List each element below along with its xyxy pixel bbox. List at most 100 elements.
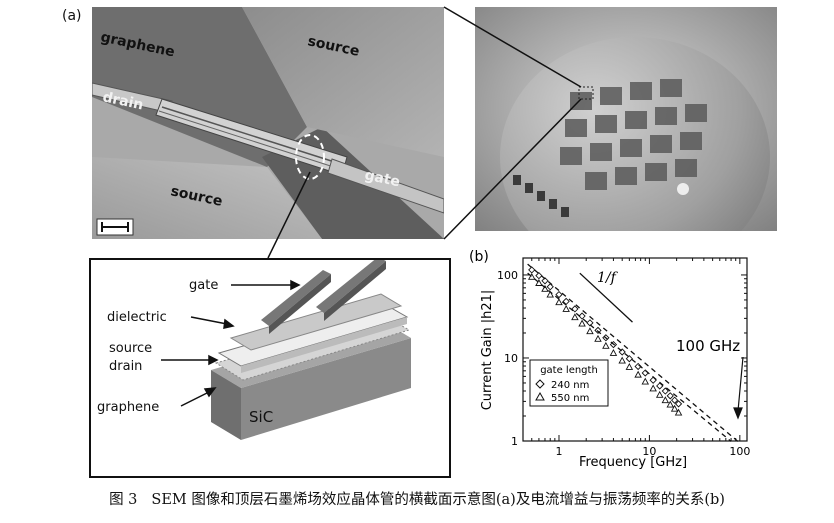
wafer-highlight: [677, 183, 689, 195]
label-arrows: [161, 279, 301, 407]
reference-line-fit-240: [527, 263, 739, 442]
label-drain-diagram: drain: [109, 359, 142, 374]
panel-b-letter: (b): [469, 249, 489, 265]
point-550nm: [541, 284, 549, 292]
point-550nm: [528, 272, 536, 280]
point-240nm: [674, 400, 683, 408]
point-550nm: [535, 279, 543, 286]
source-pad-top: [242, 7, 444, 157]
schematic: SiC gate dielectric source drain graphen…: [97, 257, 411, 440]
point-240nm: [609, 340, 618, 349]
point-240nm: [656, 382, 664, 390]
wafer-photo: [475, 7, 777, 231]
point-550nm: [618, 356, 626, 364]
caption-figure-number: 图 3: [109, 492, 138, 508]
reference-lines: [527, 263, 739, 442]
label-graphene-diagram: graphene: [97, 400, 159, 415]
label-sic: SiC: [249, 408, 273, 426]
reference-line-1/f: [579, 272, 633, 323]
point-550nm: [555, 298, 563, 306]
point-550nm: [634, 370, 642, 378]
point-550nm: [661, 396, 670, 404]
wafer-clip-marks: [513, 175, 569, 217]
y-tick-label: 100: [497, 269, 518, 282]
point-550nm: [578, 319, 586, 327]
point-240nm: [571, 305, 579, 313]
label-gate: gate: [363, 167, 401, 190]
gate-finger-1: [261, 270, 331, 326]
point-550nm: [641, 377, 650, 385]
annotation-100ghz: 100 GHz: [676, 337, 740, 355]
graphene-region: [92, 7, 307, 167]
schematic-box: SiC gate dielectric source drain graphen…: [89, 257, 451, 478]
device-grid: [560, 79, 707, 190]
point-240nm: [594, 326, 602, 335]
legend-entry-550: 550 nm: [551, 393, 589, 404]
legend-marker-diamond: [535, 379, 545, 389]
point-240nm: [535, 272, 543, 280]
point-550nm: [655, 390, 664, 398]
label-source: source: [109, 341, 152, 356]
point-550nm: [562, 304, 570, 312]
point-550nm: [594, 334, 602, 342]
sic-block-front: [241, 338, 411, 440]
point-240nm: [666, 392, 674, 400]
point-550nm: [571, 313, 579, 321]
label-dielectric: dielectric: [107, 310, 167, 325]
oval-connector: [267, 171, 311, 259]
gain-chart: (b) 1 10 100 1 10 100 Frequency [GHz] Current…: [469, 249, 750, 470]
point-240nm: [634, 362, 642, 371]
point-550nm: [609, 348, 618, 356]
y-tick-label: 10: [504, 352, 518, 365]
point-240nm: [555, 290, 563, 299]
label-gate-diagram: gate: [189, 278, 218, 293]
figure-caption: 图 3 SEM 图像和顶层石墨烯场效应晶体管的横截面示意图(a)及电流增益与振荡频…: [0, 488, 834, 509]
point-550nm: [602, 341, 610, 349]
sem-image: graphene source drain gate source: [92, 7, 444, 239]
point-240nm: [546, 283, 554, 291]
axis-ticks: 1 10 100 1 10 100: [497, 258, 750, 458]
x-tick-label: 100: [729, 445, 750, 458]
zoom-box: [578, 86, 594, 100]
point-550nm: [649, 384, 657, 392]
point-240nm: [670, 396, 679, 404]
point-240nm: [578, 312, 586, 320]
annotation-1-over-f: 1/f: [597, 270, 619, 286]
point-240nm: [586, 319, 594, 327]
point-240nm: [618, 348, 626, 356]
panel-a-letter: (a): [62, 8, 82, 24]
legend-marker-triangle: [535, 391, 545, 401]
highlight-oval: [295, 134, 325, 180]
x-axis-label: Frequency [GHz]: [579, 455, 687, 470]
reference-line-fit-550: [527, 272, 732, 442]
point-550nm: [625, 362, 634, 370]
legend-title: gate length: [540, 365, 598, 376]
point-240nm: [602, 334, 610, 342]
point-240nm: [661, 387, 669, 395]
gate-lead: [327, 158, 444, 214]
caption-text: SEM 图像和顶层石墨烯场效应晶体管的横截面示意图(a)及电流增益与振荡频率的关…: [151, 492, 725, 508]
x-tick-label: 10: [642, 445, 656, 458]
legend: gate length 240 nm 550 nm: [529, 359, 609, 407]
source-pad-bottom: [92, 157, 322, 239]
wafer: [500, 37, 770, 231]
point-240nm: [528, 266, 536, 274]
x-tick-label: 1: [555, 445, 562, 458]
point-240nm: [541, 277, 549, 285]
point-550nm: [586, 327, 594, 335]
point-550nm: [670, 404, 679, 412]
point-240nm: [562, 297, 570, 306]
point-550nm: [666, 400, 675, 408]
sic-block-side: [211, 370, 241, 440]
y-axis-label: Current Gain |h21|: [480, 290, 495, 411]
point-240nm: [649, 376, 657, 384]
y-tick-label: 1: [511, 435, 518, 448]
point-550nm: [674, 408, 683, 416]
point-550nm: [546, 290, 554, 298]
legend-entry-240: 240 nm: [551, 380, 589, 391]
100ghz-arrow: [733, 356, 744, 420]
data-points: [528, 266, 683, 416]
gate-finger-2: [316, 257, 386, 313]
point-240nm: [625, 355, 633, 363]
